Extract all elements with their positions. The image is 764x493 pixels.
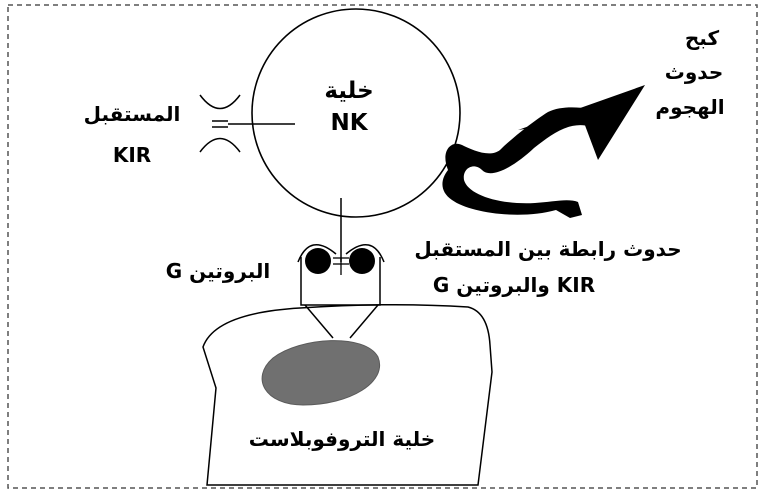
binding-label-line2: KIR والبروتين G [433,273,595,297]
protein-g-dot-right [349,248,375,274]
protein-g-label: البروتين G [166,259,270,283]
attack-inhibition-label-line3: الهجوم [655,95,724,119]
trophoblast-cell-outline [202,303,493,486]
attack-inhibition-label-line2: حدوث [665,60,724,84]
trophoblast-link-left [304,304,334,339]
nk-cell-label-line1: خلية [324,78,373,104]
kir-receptor-symbol [199,94,295,153]
protein-g-binding [297,244,385,306]
kir-receptor-label-line1: المستقبل [84,102,181,126]
attack-inhibition-label-line1: كبح [685,26,720,50]
attack-inhibition-arrow [442,85,645,218]
trophoblast-label: خلية التروفوبلاست [249,427,435,451]
trophoblast-link-right [349,304,379,339]
protein-g-dot-left [305,248,331,274]
kir-receptor-label-line2: KIR [113,143,151,167]
binding-label-line1: حدوث رابطة بين المستقبل [414,237,681,261]
nk-cell-label-line2: NK [330,110,368,136]
nk-cell-circle [251,8,461,218]
dashed-frame [7,4,758,489]
trophoblast-nucleus [261,340,381,406]
